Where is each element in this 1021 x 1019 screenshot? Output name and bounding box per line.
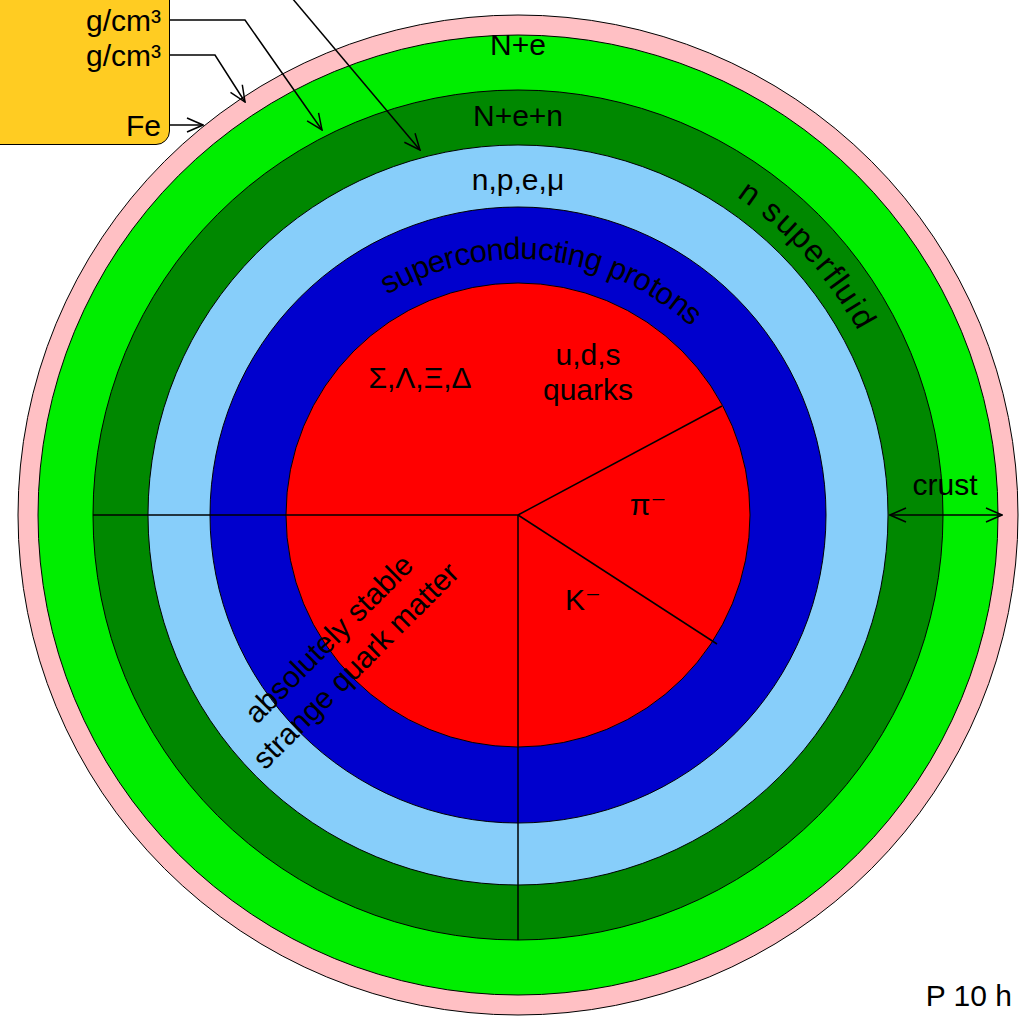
outer-crust-ring [18, 15, 1018, 1015]
layer-label: Σ,Λ,Ξ,Δ [368, 361, 471, 396]
leader-arrow [292, 0, 420, 150]
layer-label: g/cm³ [86, 39, 161, 74]
inner-crust-band: N+e+n n superfluid n,p,e,μ superconducting … [93, 90, 943, 940]
layer-label: π⁻ [630, 488, 667, 523]
layer-label: n superfluid [718, 161, 895, 350]
layer-label: N+e+n [473, 99, 563, 134]
layer-label: g/cm³ [86, 4, 161, 39]
leader-arrow [170, 20, 322, 130]
layer-label: superconducting protons [358, 218, 723, 345]
sector-line [518, 515, 717, 644]
layer-label: Fe [126, 109, 161, 144]
layer-label: N+e [490, 28, 546, 63]
sector-line [517, 515, 519, 940]
outer-crust-band: N+eN+e+nn superfluidn,p,e,μsuperconducti… [38, 35, 998, 995]
inner-crust-band-disc [93, 90, 943, 940]
sector-line [93, 514, 518, 516]
sector-line [518, 406, 722, 515]
outer-crust-band-disc [38, 35, 998, 995]
leader-arrow [170, 55, 245, 102]
region-label: crust [912, 468, 977, 503]
leader-arrow [170, 124, 203, 126]
page-number: P 10 h [926, 979, 1012, 1014]
superconducting-band-disc [210, 207, 826, 823]
sector-label: absolutely stable strange quark matter [209, 519, 474, 784]
layer-label: u,d,s quarks [523, 338, 653, 407]
density-key-box: g/cm³g/cm³ Fe [0, 0, 170, 145]
dimension-arrow [890, 514, 1002, 516]
outer-core-band-disc [148, 145, 888, 885]
layer-label: K⁻ [565, 583, 601, 618]
layer-label: n,p,e,μ [472, 163, 564, 198]
